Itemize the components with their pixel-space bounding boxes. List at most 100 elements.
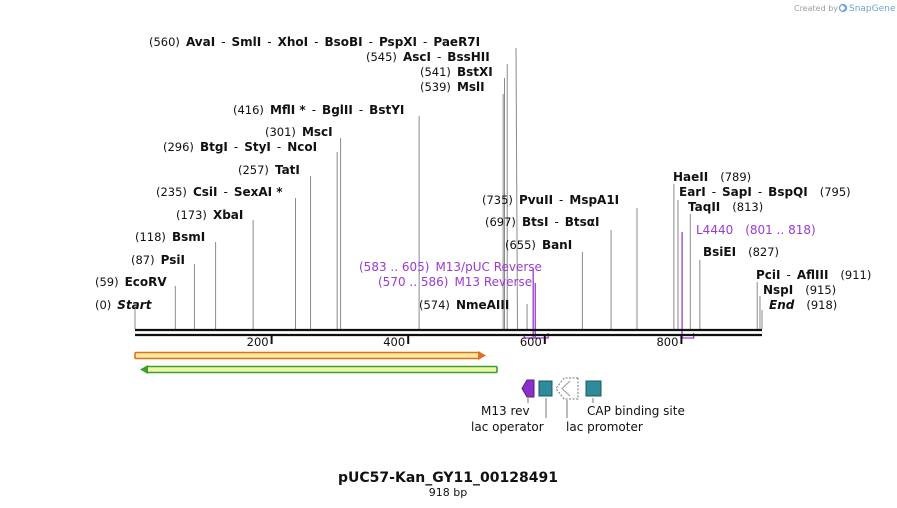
plasmid-length: 918 bp [429, 486, 467, 499]
tick-label-800: 800 [656, 335, 678, 349]
site-start: (0) Start [95, 298, 153, 312]
created-by-label: Created by [794, 4, 838, 13]
snapgene-icon [838, 3, 848, 13]
site-position: (301) [265, 125, 296, 139]
site-position: (173) [176, 208, 207, 222]
feature-lac-promoter [555, 377, 579, 400]
feature-lac-operator [538, 380, 553, 397]
name-separator: - [553, 193, 569, 207]
name-separator: - [363, 35, 379, 49]
site-asci: (545) AscI - BssHII [366, 50, 490, 64]
site-position: (560) [149, 35, 180, 49]
enzyme-name: PspXI [379, 35, 417, 49]
name-separator: - [308, 35, 324, 49]
site-avai: (560) AvaI - SmlI - XhoI - BsoBI - PspXI… [149, 35, 480, 49]
feature-label-leaders [527, 398, 594, 418]
site-position: (235) [156, 185, 187, 199]
enzyme-name: PvuII [519, 193, 553, 207]
site-pcii: PciI - AflIII (911) [756, 268, 871, 282]
site-btgi: (296) BtgI - StyI - NcoI [163, 140, 317, 154]
primer-l4440-bracket [681, 232, 695, 339]
site-btsi: (697) BtsI - BtsαI [485, 215, 600, 229]
primer-m13-reverse-label: (570 .. 586) M13 Reverse [378, 275, 532, 289]
orf-reverse-green [140, 365, 498, 374]
enzyme-name: BsiEI [703, 245, 736, 259]
enzyme-labels: (0) Start(59) EcoRV(87) PsiI(118) BsmI(1… [95, 35, 871, 312]
site-mfli: (416) MflI * - BglII - BstYI [233, 103, 404, 117]
enzyme-name: EcoRV [125, 275, 168, 289]
enzyme-name: AscI [403, 50, 431, 64]
name-separator: - [306, 103, 322, 117]
site-position: (539) [420, 80, 451, 94]
site-position: (789) [720, 170, 751, 184]
site-position: (915) [805, 283, 836, 297]
enzyme-name: MspA1I [569, 193, 619, 207]
enzyme-name: BsmI [172, 230, 205, 244]
name-separator: - [548, 215, 564, 229]
feature-label-lac-operator: lac operator [471, 420, 544, 434]
enzyme-name: XhoI [278, 35, 309, 49]
name-separator: - [431, 50, 447, 64]
name-separator: - [217, 185, 233, 199]
enzyme-name: BtsI [522, 215, 549, 229]
site-eari: EarI - SapI - BspQI (795) [679, 185, 851, 199]
site-nmeaiii: (574) NmeAIII [419, 298, 509, 312]
enzyme-name: BanI [542, 238, 572, 252]
site-bstxi: (541) BstXI [420, 65, 493, 79]
enzyme-name: BsoBI [324, 35, 362, 49]
site-bsiei: BsiEI (827) [703, 245, 779, 259]
site-position: (541) [420, 65, 451, 79]
snapgene-brand: SnapGene [849, 4, 896, 14]
enzyme-name: BtgI [200, 140, 228, 154]
site-xbai: (173) XbaI [176, 208, 243, 222]
site-position: (87) [131, 253, 155, 267]
enzyme-name: MslI [457, 80, 485, 94]
enzyme-name: PsiI [161, 253, 185, 267]
feature-label-m13-rev: M13 rev [481, 404, 530, 418]
enzyme-name: TatI [275, 163, 300, 177]
tick-label-600: 600 [520, 335, 542, 349]
tick-label-200: 200 [247, 335, 269, 349]
enzyme-name: XbaI [213, 208, 243, 222]
tick-label-400: 400 [383, 335, 405, 349]
site-psii: (87) PsiI [131, 253, 185, 267]
enzyme-name: TaqII [688, 200, 720, 214]
site-bani: (655) BanI [505, 238, 572, 252]
name-separator: - [417, 35, 433, 49]
feature-label-cap-binding-site: CAP binding site [587, 404, 685, 418]
site-position: (0) [95, 298, 111, 312]
enzyme-name: AflIII [797, 268, 829, 282]
name-separator: - [781, 268, 797, 282]
name-separator: - [228, 140, 244, 154]
enzyme-name: PaeR7I [433, 35, 480, 49]
site-msli: (539) MslI [420, 80, 485, 94]
enzyme-name: PciI [756, 268, 781, 282]
site-position: (574) [419, 298, 450, 312]
enzyme-name: MflI * [270, 103, 306, 117]
enzyme-name: StyI [244, 140, 271, 154]
site-position: (416) [233, 103, 264, 117]
enzyme-name: MscI [302, 125, 333, 139]
axis-ticks: 200 400 600 800 [247, 335, 683, 349]
feature-cap-binding-site [585, 380, 602, 397]
site-position: (59) [95, 275, 119, 289]
enzyme-name: EarI [679, 185, 706, 199]
leader-avai [515, 47, 518, 330]
site-position: (697) [485, 215, 516, 229]
enzyme-name: SapI [722, 185, 752, 199]
enzyme-name: BtsαI [565, 215, 600, 229]
site-msci: (301) MscI [265, 125, 333, 139]
enzyme-name: BspQI [768, 185, 808, 199]
site-end: End (918) [769, 298, 837, 312]
site-pvuii: (735) PvuII - MspA1I [482, 193, 619, 207]
enzyme-name: CsiI [193, 185, 218, 199]
enzyme-name: SexAI * [234, 185, 283, 199]
site-position: (918) [806, 298, 837, 312]
name-separator: - [353, 103, 369, 117]
site-position: (827) [748, 245, 779, 259]
site-position: (813) [732, 200, 763, 214]
enzyme-name: AvaI [186, 35, 215, 49]
site-csii: (235) CsiI - SexAI * [156, 185, 283, 199]
site-position: (257) [238, 163, 269, 177]
